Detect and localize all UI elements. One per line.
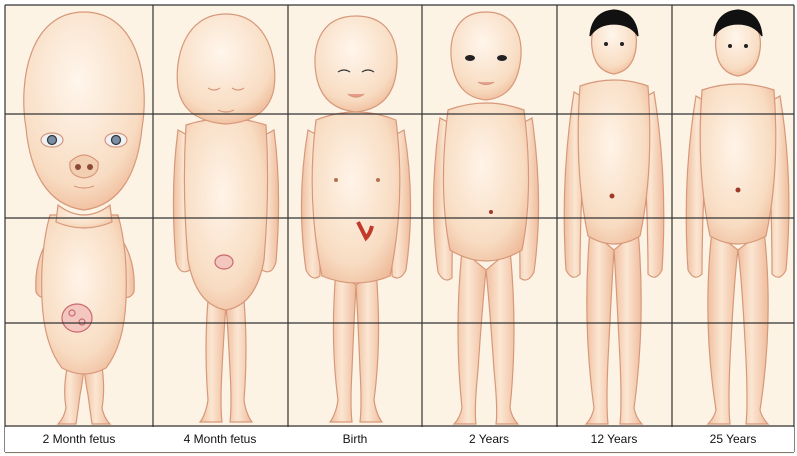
label-strip bbox=[5, 427, 794, 452]
stage-label-4-month-fetus: 4 Month fetus bbox=[184, 432, 257, 446]
stage-label-2-years: 2 Years bbox=[469, 432, 509, 446]
stage-label-2-month-fetus: 2 Month fetus bbox=[43, 432, 116, 446]
stage-label-birth: Birth bbox=[343, 432, 368, 446]
stage-label-25-years: 25 Years bbox=[710, 432, 757, 446]
stage-label-12-years: 12 Years bbox=[591, 432, 638, 446]
